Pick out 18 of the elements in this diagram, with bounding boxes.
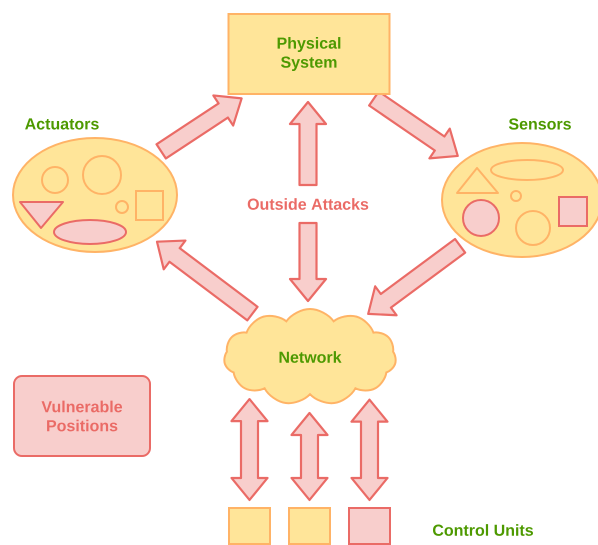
- arrow: [288, 100, 328, 186]
- arrow: [367, 238, 466, 316]
- control-unit-box: [228, 507, 271, 545]
- node-label: Actuators: [25, 118, 99, 130]
- arrow: [290, 412, 329, 502]
- attack-label: Outside Attacks: [248, 198, 368, 210]
- node-label: Sensors: [508, 118, 571, 130]
- control-unit-box: [348, 507, 391, 545]
- system-box: Physical System: [228, 13, 390, 95]
- arrow: [288, 222, 328, 302]
- network-cloud: Network: [223, 308, 397, 404]
- control-unit-box: [288, 507, 331, 545]
- arrow: [230, 398, 269, 502]
- arrow: [350, 398, 389, 502]
- arrow: [155, 94, 243, 160]
- arrow: [156, 239, 259, 322]
- group-label: Control Units: [433, 524, 533, 536]
- legend-box: Vulnerable Positions: [13, 375, 151, 457]
